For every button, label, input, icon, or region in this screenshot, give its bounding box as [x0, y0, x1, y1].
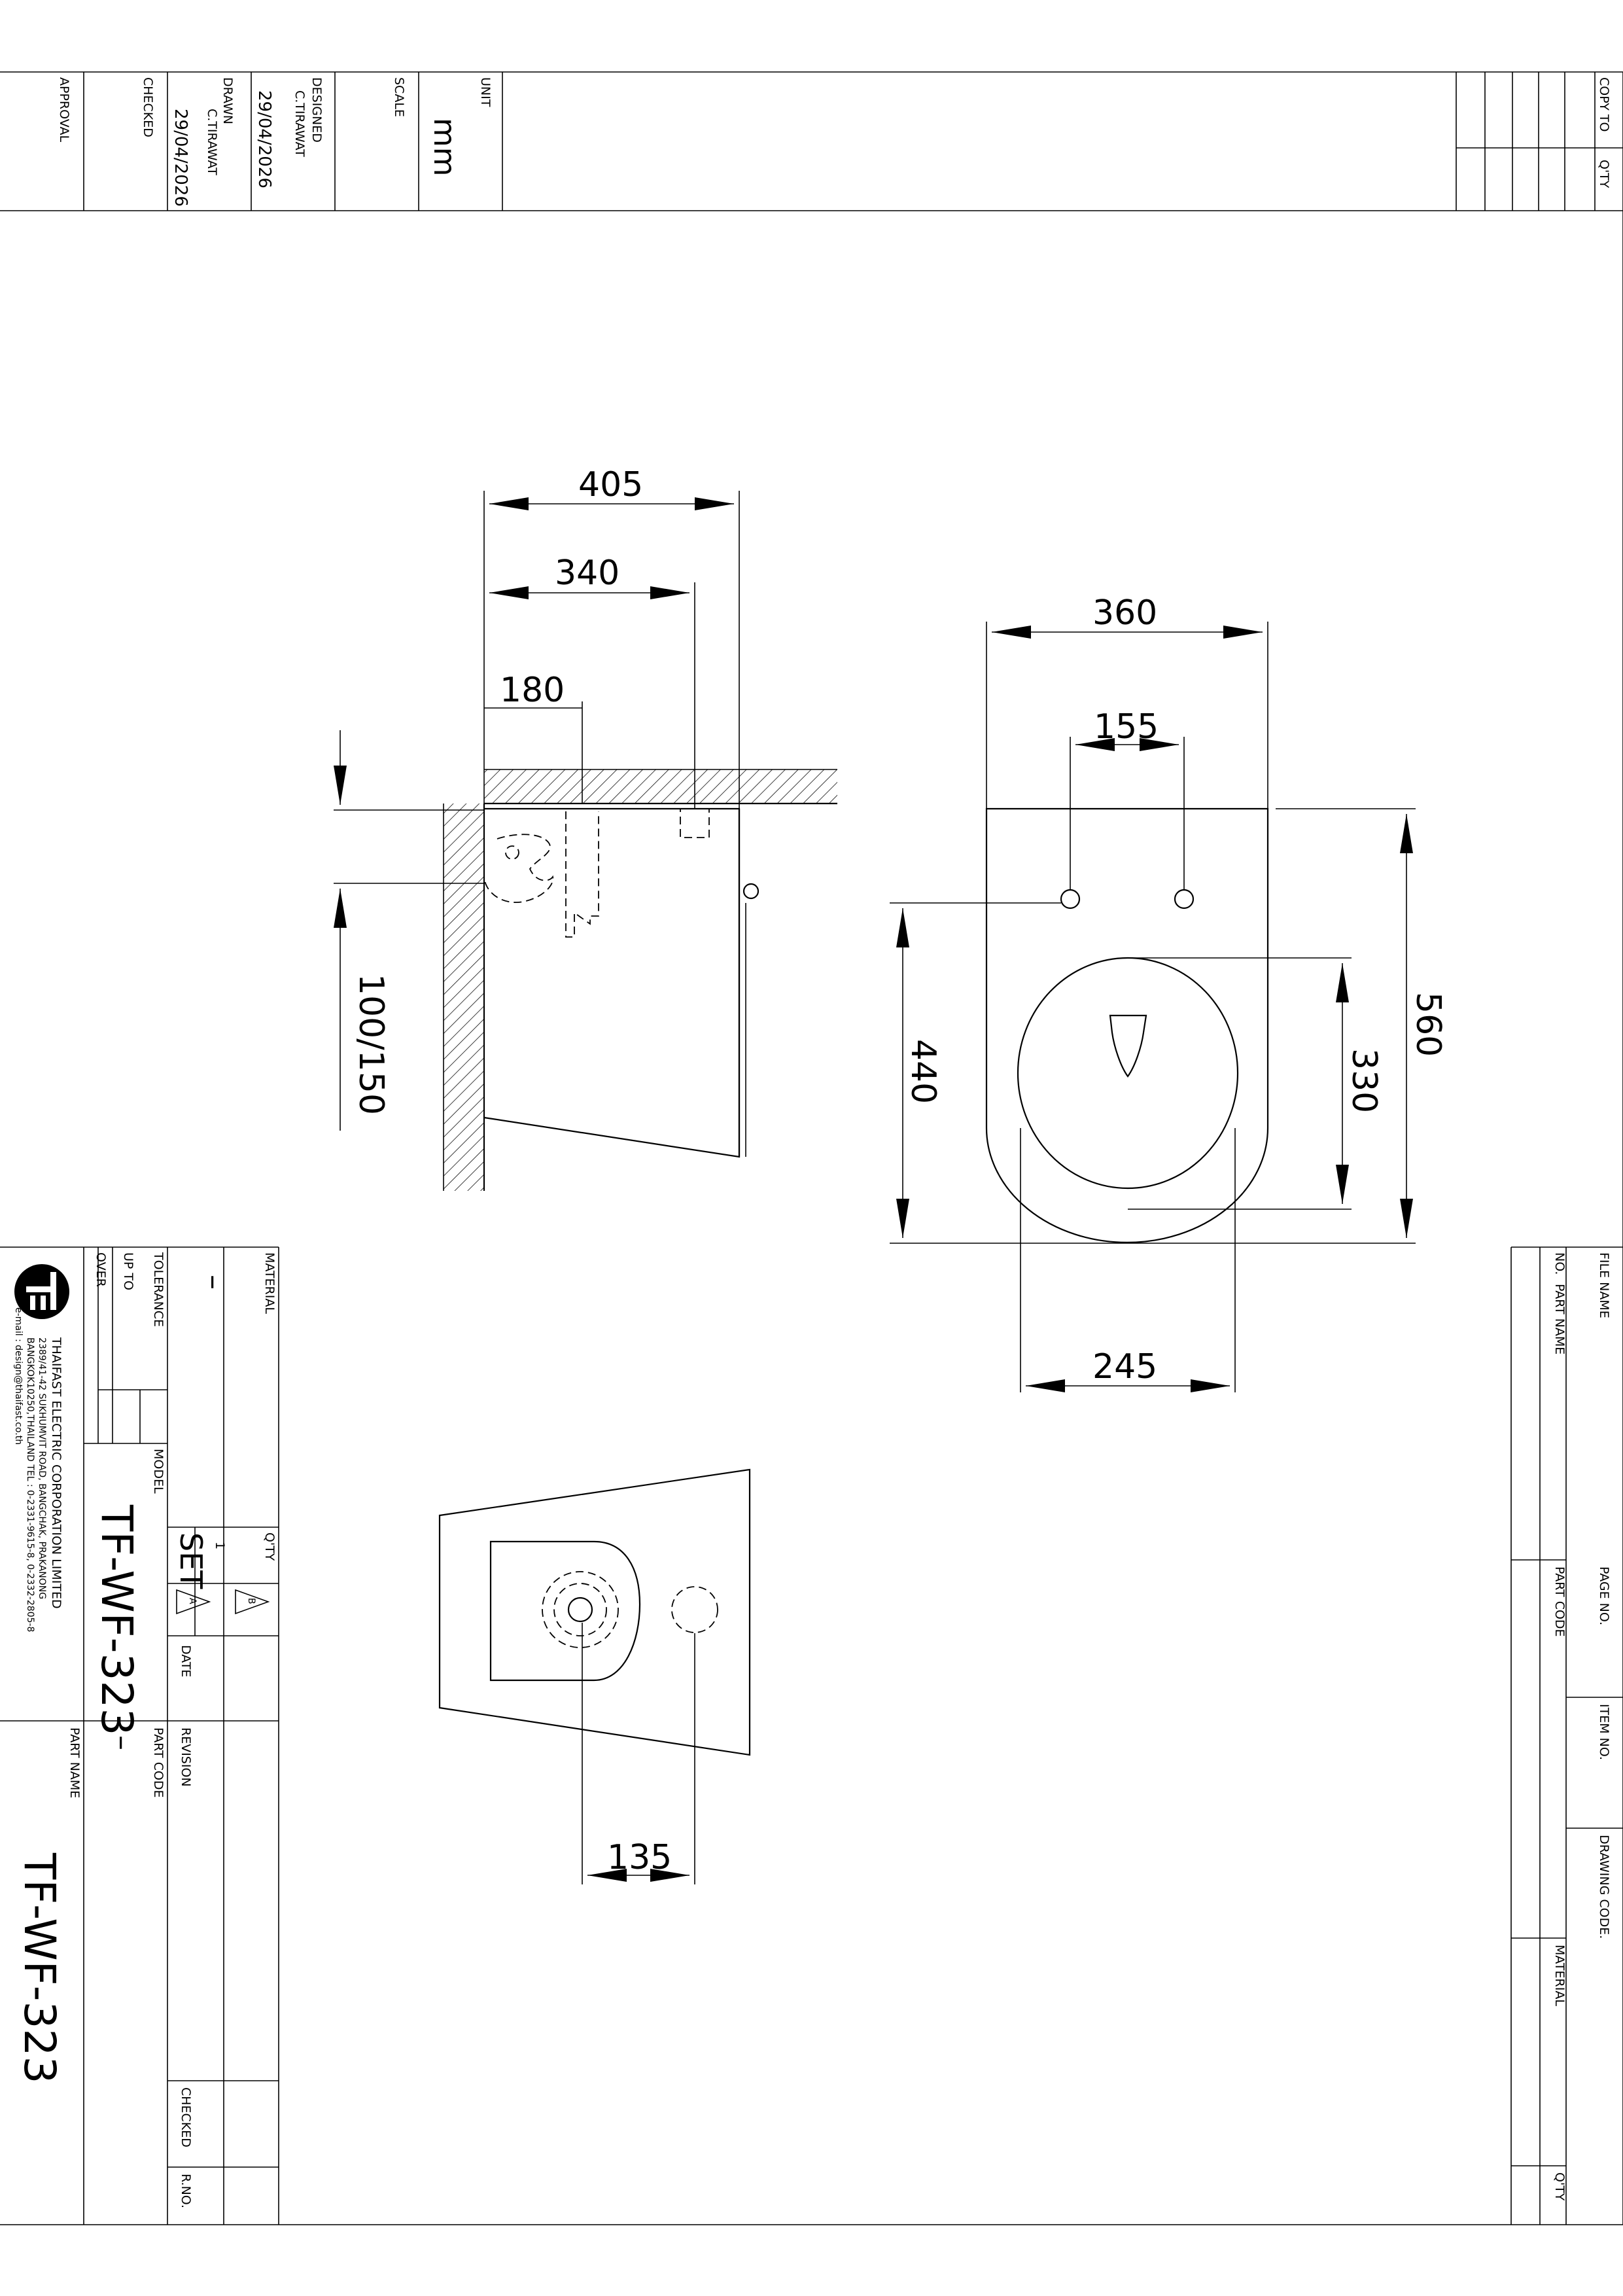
header-scale-label: SCALE	[392, 77, 406, 117]
material-col-label: MATERIAL	[1552, 1945, 1567, 2006]
header-unit-label: UNIT	[478, 77, 493, 107]
sheet-frame	[0, 71, 1623, 2225]
top-plan-view: 360 155 560 330 440 245	[890, 593, 1448, 1392]
company-name: THAIFAST ELECTRIC CORPORATION LIMITED	[49, 1337, 63, 1609]
part-name-value: TF-WF-323	[14, 1852, 65, 2083]
header-approval-label: APPROVAL	[57, 77, 71, 143]
header-strip: APPROVAL CHECKED DRAWN C.TIRAWAT 29/04/2…	[57, 72, 1623, 211]
front-view: 135	[438, 1468, 751, 1884]
model-label: MODEL	[151, 1449, 166, 1494]
dim-440: 440	[903, 1039, 943, 1104]
rno-label: R.NO.	[179, 2174, 193, 2208]
company-address-1: 2389/41-42 SUKHUMVIT ROAD, BANGCHAK, PRA…	[37, 1337, 47, 1599]
up-to-label: UP TO	[121, 1252, 135, 1290]
revision-b-triangle-icon	[235, 1589, 270, 1615]
wall-hatch-side	[444, 804, 484, 1191]
right-info-block: FILE NAME NO. PART NAME PAGE NO. PART CO…	[1510, 1246, 1623, 2225]
dim-330: 330	[1344, 1048, 1384, 1113]
part-code-value: –	[105, 1735, 141, 1750]
part-name-label: PART NAME	[67, 1727, 82, 1798]
revision-b: B	[246, 1598, 256, 1604]
dim-180: 180	[500, 671, 565, 710]
dim-405: 405	[578, 465, 643, 504]
part-code-col-label: PART CODE	[1552, 1566, 1567, 1637]
material-label: MATERIAL	[262, 1252, 277, 1314]
company-logo-icon	[14, 1264, 69, 1319]
header-designed-date: 29/04/2026	[254, 90, 274, 188]
title-block: THAIFAST ELECTRIC CORPORATION LIMITED 23…	[0, 1246, 279, 2225]
header-unit-value: mm	[427, 118, 462, 177]
dim-340: 340	[555, 554, 620, 593]
date-label: DATE	[179, 1645, 193, 1677]
part-name-col-label: PART NAME	[1552, 1284, 1567, 1354]
checked-label: CHECKED	[179, 2087, 193, 2147]
tolerance-label: TOLERANCE	[151, 1252, 166, 1327]
file-name-label: FILE NAME	[1597, 1252, 1611, 1318]
item-no-label: ITEM NO.	[1597, 1704, 1611, 1760]
qty-value: 1	[213, 1542, 227, 1549]
qty-col-label: Q'TY	[1552, 2172, 1567, 2201]
header-drawn-name: C.TIRAWAT	[205, 109, 219, 175]
dim-560: 560	[1408, 992, 1448, 1057]
no-label: NO.	[1552, 1252, 1567, 1275]
header-drawn-label: DRAWN	[220, 77, 235, 124]
header-designed-label: DESIGNED	[309, 77, 324, 143]
company-address-2: BANGKOK10250,THAILAND TEL : 0-2331-9615-…	[25, 1337, 35, 1632]
revision-a-triangle-icon	[176, 1589, 211, 1615]
dim-245: 245	[1092, 1347, 1157, 1386]
header-designed-name: C.TIRAWAT	[292, 90, 307, 157]
company-email: e-mail : design@thaifast.co.th	[13, 1307, 24, 1445]
wall-hatch-top	[484, 769, 837, 804]
header-qty-label: Q'TY	[1597, 160, 1611, 188]
revision-a: A	[187, 1598, 198, 1604]
header-copy-to-label: COPY TO	[1597, 77, 1611, 132]
dim-155: 155	[1094, 707, 1159, 747]
header-drawn-date: 29/04/2026	[171, 109, 190, 207]
dim-360: 360	[1092, 593, 1157, 633]
material-value: –	[197, 1275, 232, 1290]
revision-label: REVISION	[179, 1727, 193, 1787]
page-no-label: PAGE NO.	[1597, 1566, 1611, 1625]
header-checked-label: CHECKED	[141, 77, 155, 137]
dim-135: 135	[607, 1838, 672, 1877]
qty-label: Q'TY	[262, 1532, 277, 1561]
dim-100-150: 100/150	[351, 974, 391, 1115]
qty-unit: SET	[173, 1532, 209, 1589]
model-value: TF-WF-323	[92, 1504, 142, 1735]
side-section-view: 405 340 180 100/150	[334, 465, 837, 1191]
over-label: OVER	[94, 1252, 108, 1287]
part-code-label: PART CODE	[151, 1727, 166, 1798]
drawing-code-label: DRAWING CODE.	[1597, 1835, 1611, 1939]
